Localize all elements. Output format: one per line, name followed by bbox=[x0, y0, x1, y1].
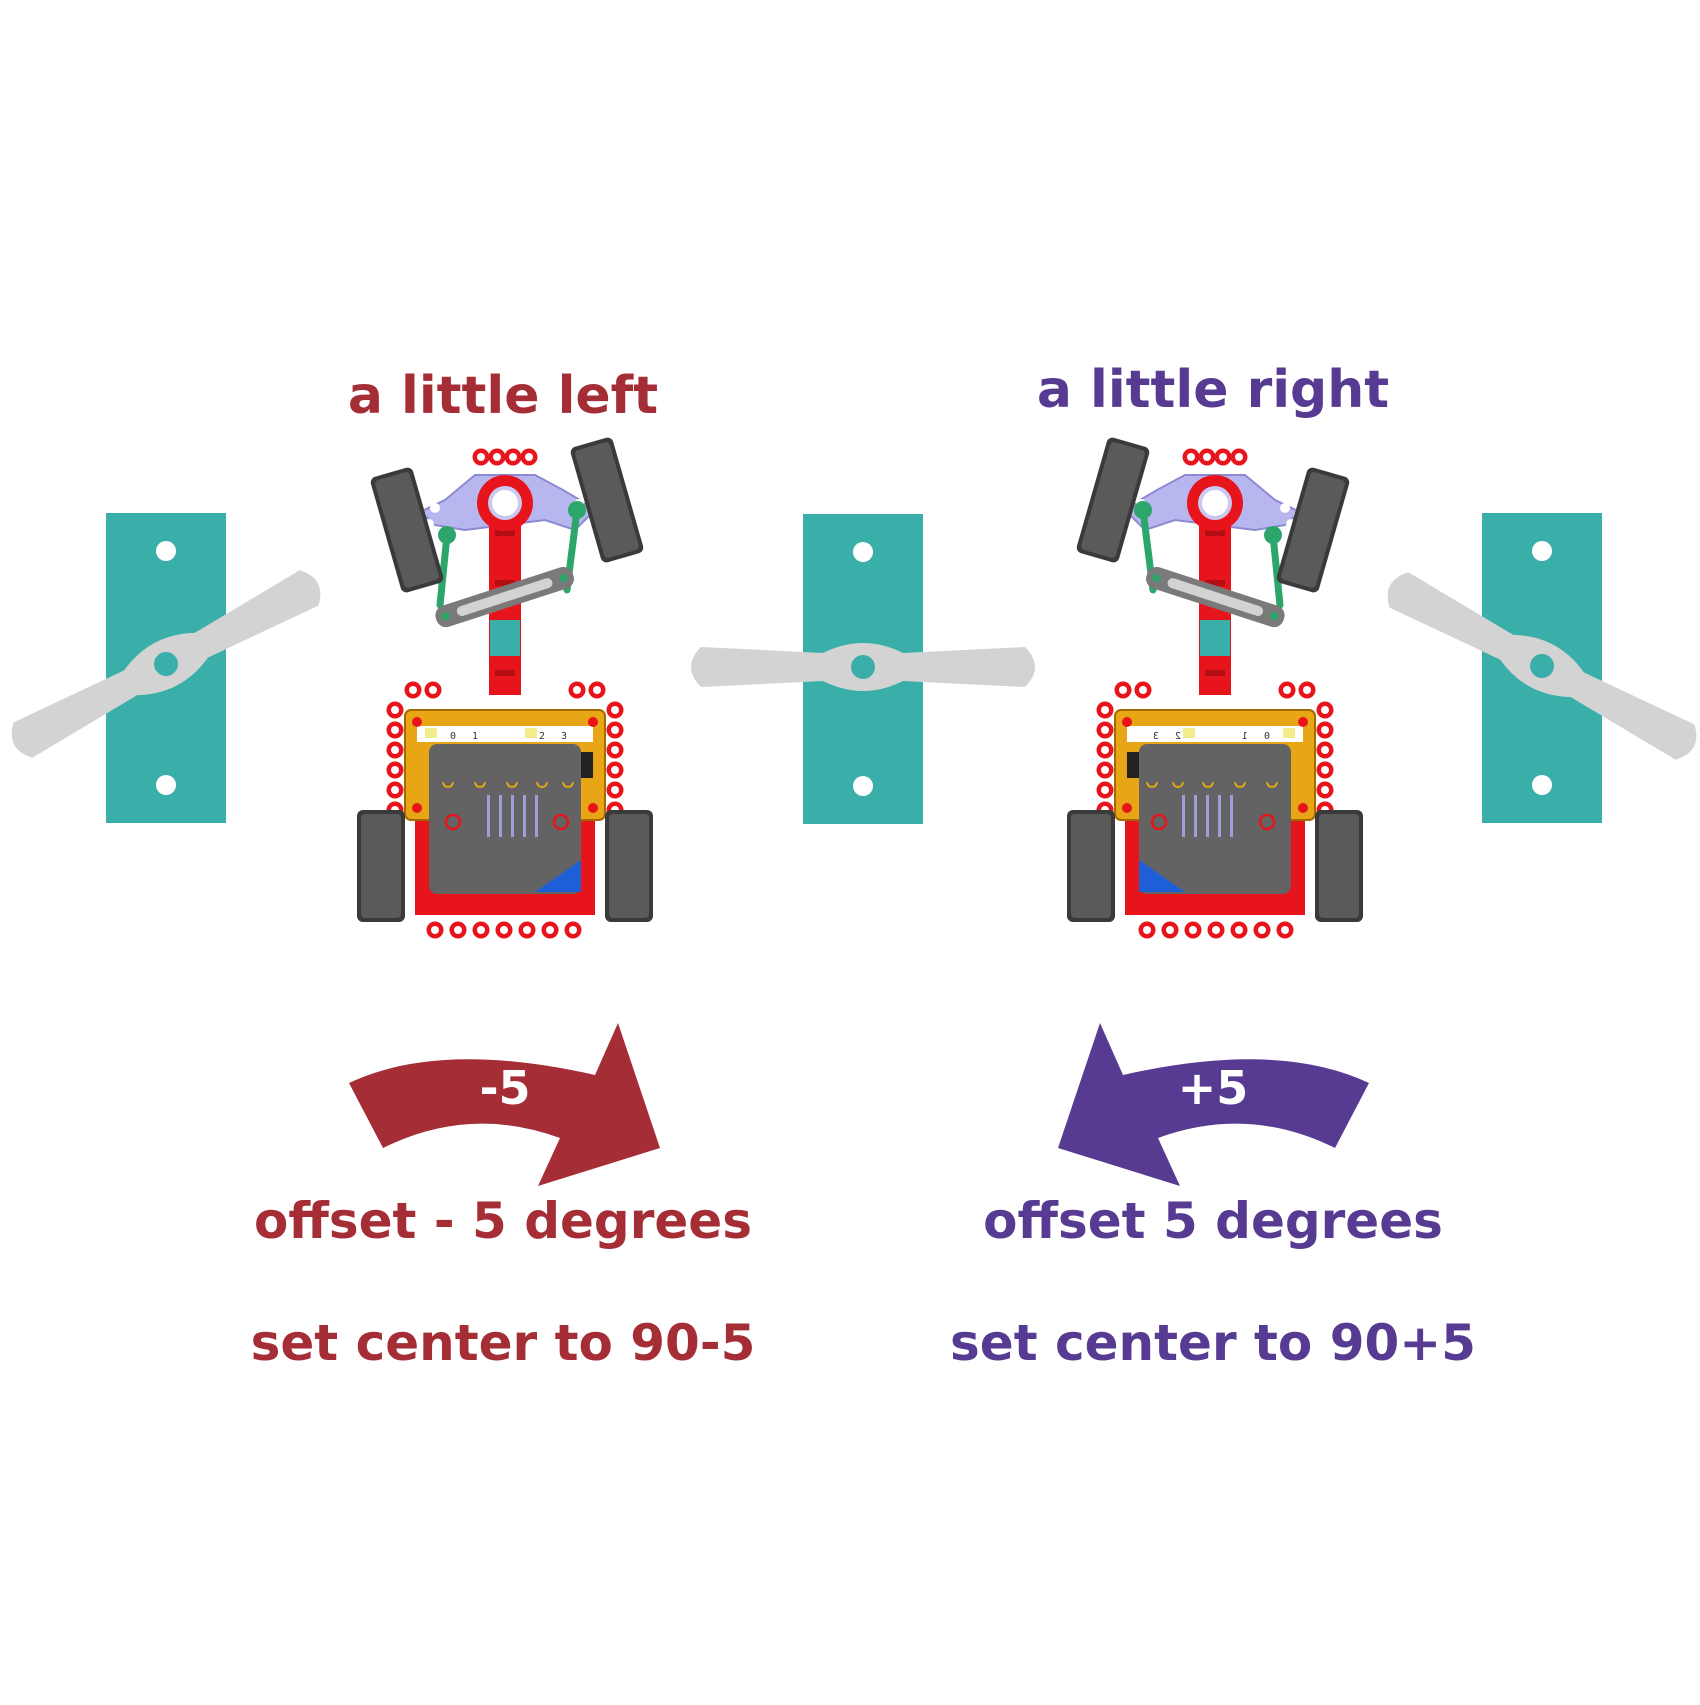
arrow-label-left: -5 bbox=[479, 1061, 530, 1115]
center-text-left: set center to 90-5 bbox=[250, 1314, 756, 1372]
title-left: a little left bbox=[347, 366, 659, 426]
robot-car-icon bbox=[357, 436, 653, 938]
servo-horn-icon bbox=[691, 643, 1035, 691]
offset-text-left: offset - 5 degrees bbox=[254, 1192, 752, 1250]
offset-text-right: offset 5 degrees bbox=[983, 1192, 1443, 1250]
robot-car-icon bbox=[1067, 436, 1363, 938]
center-text-right: set center to 90+5 bbox=[950, 1314, 1476, 1372]
title-right: a little right bbox=[1036, 360, 1390, 420]
arrow-label-right: +5 bbox=[1178, 1061, 1249, 1115]
curved-arrow-icon: +5 bbox=[1058, 1023, 1369, 1186]
curved-arrow-icon: -5 bbox=[349, 1023, 660, 1186]
